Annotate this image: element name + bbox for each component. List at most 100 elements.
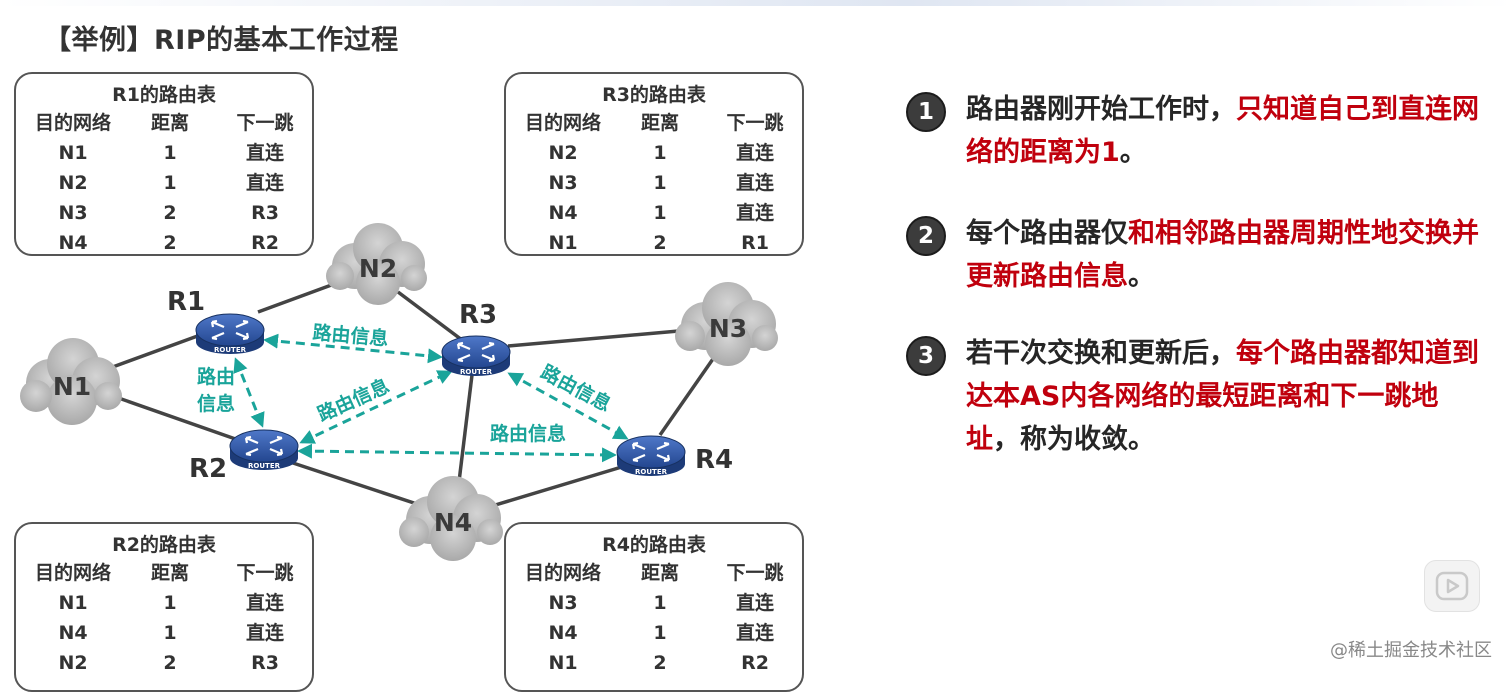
network-label: N4 (434, 508, 472, 537)
header-next-hop: 下一跳 (726, 562, 784, 584)
routing-table-title: R2的路由表 (112, 534, 216, 556)
router-badge: ROUTER (214, 346, 247, 354)
routing-table-r4: R4的路由表 目的网络 距离 下一跳 N3 1 直连 N4 1 直连 N1 2 … (504, 522, 804, 692)
exchange-r1-r2 (233, 357, 265, 428)
cloud-icon (326, 223, 427, 305)
cell-destination: N4 (548, 622, 578, 644)
play-button[interactable] (1424, 560, 1480, 612)
step-text-plain: 路由器刚开始工作时， (966, 94, 1236, 125)
router-r1: ROUTER (195, 313, 265, 354)
cell-destination: N1 (548, 232, 578, 254)
table-row: N3 1 直连 (506, 588, 802, 618)
link-n1-r2 (109, 393, 245, 444)
routing-table-header: 目的网络 距离 下一跳 (506, 108, 802, 138)
exchange-label-r2-r4: 路由信息 (490, 422, 566, 445)
step-number-badge: 2 (906, 216, 946, 256)
table-row: N2 1 直连 (16, 168, 312, 198)
header-next-hop: 下一跳 (726, 112, 784, 134)
routing-table-header: 目的网络 距离 下一跳 (16, 558, 312, 588)
router-badge: ROUTER (460, 368, 493, 376)
routing-table-r3: R3的路由表 目的网络 距离 下一跳 N2 1 直连 N3 1 直连 N4 1 … (504, 72, 804, 256)
header-distance: 距离 (150, 112, 189, 134)
header-destination: 目的网络 (34, 562, 111, 584)
link-n4-r4 (491, 464, 626, 508)
cell-distance: 2 (653, 232, 667, 254)
exchange-r2-r4 (297, 443, 617, 463)
routing-info-exchanges (233, 333, 629, 463)
cell-destination: N4 (58, 232, 88, 254)
routing-table-header: 目的网络 距离 下一跳 (506, 558, 802, 588)
step-text-plain: 若干次交换和更新后， (966, 338, 1236, 369)
routing-table-r1: R1的路由表 目的网络 距离 下一跳 N1 1 直连 N2 1 直连 N3 2 … (14, 72, 314, 256)
exchange-r2-r3 (299, 370, 453, 444)
cell-next-hop: R1 (741, 232, 769, 254)
exchange-r3-r4 (507, 372, 629, 440)
cell-distance: 2 (653, 652, 667, 674)
cell-next-hop: R3 (251, 652, 279, 674)
table-row: N1 2 R2 (506, 648, 802, 678)
network-cloud-n4: N4 (399, 476, 503, 561)
step-number-badge: 3 (906, 336, 946, 376)
cell-distance: 2 (163, 232, 177, 254)
cell-destination: N1 (58, 592, 88, 614)
cell-next-hop: 直连 (735, 172, 774, 194)
table-row: N4 1 直连 (506, 198, 802, 228)
cell-next-hop: 直连 (245, 172, 284, 194)
cell-distance: 2 (163, 652, 177, 674)
routing-table-r2: R2的路由表 目的网络 距离 下一跳 N1 1 直连 N4 1 直连 N2 2 … (14, 522, 314, 692)
cloud-icon (20, 338, 122, 425)
network-cloud-n3: N3 (675, 282, 778, 366)
network-label: N2 (359, 254, 397, 283)
cell-next-hop: 直连 (245, 142, 284, 164)
cloud-icon (399, 476, 503, 561)
cell-destination: N2 (58, 652, 88, 674)
cell-distance: 1 (653, 172, 667, 194)
network-label: N3 (709, 314, 747, 343)
cell-distance: 1 (163, 622, 177, 644)
cloud-icon (675, 282, 778, 366)
router-r2: ROUTER (229, 429, 299, 470)
cell-distance: 1 (653, 622, 667, 644)
table-row: N1 1 直连 (16, 138, 312, 168)
cell-distance: 1 (653, 592, 667, 614)
routing-table-title: R3的路由表 (602, 84, 706, 106)
step-text-tail: ，称为收敛。 (993, 424, 1155, 455)
cell-distance: 1 (163, 142, 177, 164)
cell-next-hop: 直连 (245, 622, 284, 644)
cell-distance: 1 (653, 202, 667, 224)
step-text-tail: 。 (1128, 261, 1155, 292)
router-icon: ROUTER (195, 313, 265, 354)
table-row: N1 2 R1 (506, 228, 802, 258)
router-icon: ROUTER (616, 435, 686, 476)
cell-destination: N1 (58, 142, 88, 164)
cell-next-hop: R3 (251, 202, 279, 224)
network-label: N1 (53, 372, 91, 401)
step-text-highlight: 每个路由器都知道到达本AS内各网络的最短距离和下一跳地址 (966, 338, 1479, 455)
cell-destination: N3 (58, 202, 88, 224)
exchange-label-r3-r4: 路由信息 (537, 360, 615, 416)
cell-next-hop: 直连 (735, 592, 774, 614)
link-r3-n3 (507, 328, 691, 348)
table-row: N3 2 R3 (16, 198, 312, 228)
exchange-label-r1-r3: 路由信息 (312, 321, 390, 351)
network-cloud-n1: N1 (20, 338, 122, 425)
table-row: N4 2 R2 (16, 228, 312, 258)
router-icon: ROUTER (229, 429, 299, 470)
cell-destination: N1 (548, 652, 578, 674)
header-destination: 目的网络 (34, 112, 111, 134)
table-row: N2 1 直连 (506, 138, 802, 168)
cell-destination: N3 (548, 172, 578, 194)
page-title: 【举例】RIP的基本工作过程 (44, 25, 399, 56)
router-badge: ROUTER (635, 468, 668, 476)
router-r3: ROUTER (441, 335, 511, 376)
header-destination: 目的网络 (524, 562, 601, 584)
header-distance: 距离 (640, 562, 679, 584)
routing-table-title: R1的路由表 (112, 84, 216, 106)
link-n2-r3 (396, 290, 464, 342)
router-label-r4: R4 (695, 445, 733, 475)
step-text: 路由器刚开始工作时，只知道自己到直连网络的距离为1。 (966, 88, 1486, 174)
cell-next-hop: R2 (741, 652, 769, 674)
router-r4: ROUTER (616, 435, 686, 476)
cell-next-hop: 直连 (245, 592, 284, 614)
step-text-highlight: 和相邻路由器周期性地交换并更新路由信息 (966, 218, 1479, 292)
